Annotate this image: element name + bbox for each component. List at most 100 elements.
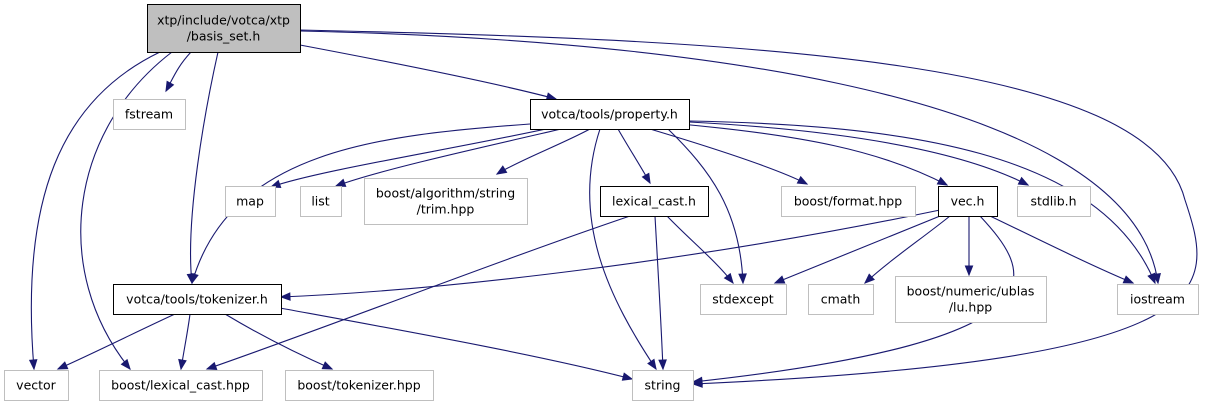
node-label: votca/tools/tokenizer.h xyxy=(126,292,268,307)
edge-line xyxy=(299,44,557,100)
node-list: list xyxy=(300,186,342,217)
node-boost-tokenizer: boost/tokenizer.hpp xyxy=(285,370,434,401)
arrowhead-icon xyxy=(936,176,949,186)
arrowhead-icon xyxy=(691,376,703,386)
edge-basis_set-to-fstream xyxy=(165,51,192,93)
edge-vec-to-stdexcept xyxy=(773,213,946,284)
arrowhead-icon xyxy=(56,361,69,370)
edge-line xyxy=(190,51,219,284)
edge-line xyxy=(989,215,1134,284)
node-box xyxy=(364,178,528,225)
node-label: list xyxy=(311,194,329,209)
edge-basis_set-to-vector xyxy=(28,51,161,371)
arrowhead-icon xyxy=(321,361,334,370)
node-tokenizer-h[interactable]: votca/tools/tokenizer.h xyxy=(113,284,282,315)
node-boost-lexical-cast: boost/lexical_cast.hpp xyxy=(99,370,263,401)
node-label: votca/tools/property.h xyxy=(541,107,678,122)
edge-basis_set-to-tokenizer_h xyxy=(186,51,219,285)
edge-tokenizer_h-to-vector xyxy=(56,313,176,370)
arrowhead-icon xyxy=(621,372,634,381)
edge-property-to-stdexcept xyxy=(667,128,747,285)
edge-property-to-iostream xyxy=(688,120,1156,285)
edge-tokenizer_h-to-boost_tokenizer xyxy=(224,313,334,370)
edge-tokenizer_h-to-string xyxy=(279,307,634,381)
arrowhead-icon xyxy=(641,172,651,185)
arrowhead-icon xyxy=(864,273,875,284)
node-box xyxy=(225,186,276,217)
node-label: stdexcept xyxy=(712,292,773,307)
node-box xyxy=(600,186,709,217)
node-label: /basis_set.h xyxy=(187,29,261,44)
edge-line xyxy=(299,30,1159,284)
node-lexical-cast-h[interactable]: lexical_cast.h xyxy=(600,186,709,217)
node-box xyxy=(781,186,916,217)
node-box xyxy=(1017,186,1091,217)
edge-line xyxy=(280,209,941,298)
node-label: boost/lexical_cast.hpp xyxy=(111,378,250,393)
arrowhead-icon xyxy=(1122,275,1135,284)
node-stdlib: stdlib.h xyxy=(1017,186,1091,217)
node-label: /lu.hpp xyxy=(949,300,992,315)
edge-property-to-tokenizer_h xyxy=(190,123,531,285)
arrowhead-icon xyxy=(165,80,175,93)
edge-line xyxy=(667,128,744,284)
edge-line xyxy=(224,313,333,370)
node-basis-set: xtp/include/votca/xtp/basis_set.h xyxy=(147,4,301,53)
node-label: cmath xyxy=(821,292,861,307)
node-label: string xyxy=(645,378,681,393)
edge-basis_set-to-iostream xyxy=(299,30,1161,285)
node-property[interactable]: votca/tools/property.h xyxy=(530,99,690,130)
arrowhead-icon xyxy=(178,358,187,371)
edge-line xyxy=(774,213,946,284)
edge-property-to-string xyxy=(589,128,657,371)
node-label: vector xyxy=(16,378,57,393)
edge-line xyxy=(206,215,631,370)
edge-line xyxy=(649,128,808,185)
arrowhead-icon xyxy=(796,175,809,185)
edge-basis_set-to-property xyxy=(299,44,558,101)
node-box xyxy=(147,4,301,53)
node-label: lexical_cast.h xyxy=(612,194,696,209)
arrowhead-icon xyxy=(1147,272,1156,285)
node-box xyxy=(632,370,694,401)
arrowhead-icon xyxy=(334,178,347,187)
node-vec[interactable]: vec.h xyxy=(938,186,998,217)
edge-property-to-lexical_cast_h xyxy=(617,128,651,185)
node-stdexcept: stdexcept xyxy=(700,284,787,315)
node-box xyxy=(1117,284,1199,315)
edge-line xyxy=(335,126,571,187)
edge-line xyxy=(270,125,561,188)
edge-property-to-vec xyxy=(679,123,949,186)
edge-line xyxy=(80,51,173,370)
edge-line xyxy=(279,307,633,380)
node-vector: vector xyxy=(4,370,69,401)
node-box xyxy=(808,284,874,315)
edge-vec-to-iostream xyxy=(989,215,1135,284)
node-label: stdlib.h xyxy=(1030,194,1076,209)
arrowhead-icon xyxy=(773,275,786,284)
node-box xyxy=(895,276,1047,323)
node-fstream: fstream xyxy=(113,99,186,130)
node-label: vec.h xyxy=(951,194,985,209)
edge-line xyxy=(688,120,1156,284)
edge-line xyxy=(864,215,951,284)
arrowhead-icon xyxy=(205,361,218,371)
edge-line xyxy=(191,123,531,284)
arrowhead-icon xyxy=(658,359,667,371)
nodes-layer: xtp/include/votca/xtp/basis_set.hfstream… xyxy=(4,4,1199,401)
arrowhead-icon xyxy=(120,358,131,371)
node-cmath: cmath xyxy=(808,284,874,315)
node-map: map xyxy=(225,186,276,217)
edge-line xyxy=(679,123,948,186)
edge-line xyxy=(688,121,1029,186)
node-box xyxy=(285,370,434,401)
arrowhead-icon xyxy=(279,292,291,301)
edge-line xyxy=(299,29,1198,385)
node-box xyxy=(99,370,263,401)
edge-tokenizer_h-to-boost_lexical_cast xyxy=(178,313,191,371)
node-box xyxy=(530,99,690,130)
node-label: xtp/include/votca/xtp xyxy=(157,13,290,28)
node-label: iostream xyxy=(1130,292,1185,307)
node-box xyxy=(113,284,282,315)
